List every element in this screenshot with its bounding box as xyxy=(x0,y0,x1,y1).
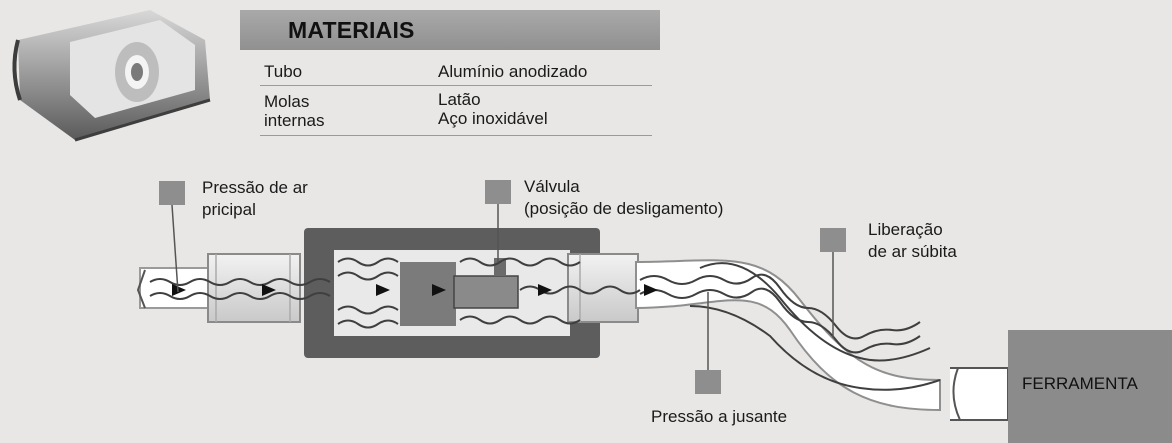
flow-arrow-6 xyxy=(644,284,658,296)
materials-row: Tubo Alumínio anodizado xyxy=(260,56,652,86)
left-fitting xyxy=(207,253,301,323)
tool-label: FERRAMENTA xyxy=(1022,374,1138,393)
marker-downstream-pressure xyxy=(695,370,721,394)
label-main-pressure: Pressão de ar pricipal xyxy=(202,178,308,219)
materials-header: MATERIAIS xyxy=(240,10,660,50)
flow-arrow-3 xyxy=(376,284,390,296)
flow-arrow-1 xyxy=(172,284,186,296)
materials-table: Tubo Alumínio anodizado Molas internas L… xyxy=(260,56,652,136)
marker-main-pressure xyxy=(159,181,185,205)
label-downstream-pressure: Pressão a jusante xyxy=(651,407,788,426)
flow-arrow-2 xyxy=(262,284,276,296)
material-value: Latão Aço inoxidável xyxy=(438,90,548,128)
airflow-lines xyxy=(149,257,941,391)
tool-box: FERRAMENTA xyxy=(1008,330,1172,443)
label-valve: Válvula (posição de desligamento) xyxy=(524,177,724,218)
callout-markers xyxy=(159,180,846,394)
valve-body xyxy=(304,228,600,358)
materials-row: Molas internas Latão Aço inoxidável xyxy=(260,86,652,136)
flow-arrow-5 xyxy=(538,284,552,296)
label-sudden-release: Liberação de ar súbita xyxy=(868,220,957,261)
flow-arrows xyxy=(172,284,658,296)
marker-sudden-release xyxy=(820,228,846,252)
callout-leaders xyxy=(171,196,834,372)
material-value: Alumínio anodizado xyxy=(438,62,588,81)
product-thumbnail xyxy=(12,10,211,142)
material-component: Molas internas xyxy=(264,92,325,130)
materials-title: MATERIAIS xyxy=(288,17,415,43)
flow-arrow-4 xyxy=(432,284,446,296)
material-component: Tubo xyxy=(264,62,303,81)
marker-valve xyxy=(485,180,511,204)
